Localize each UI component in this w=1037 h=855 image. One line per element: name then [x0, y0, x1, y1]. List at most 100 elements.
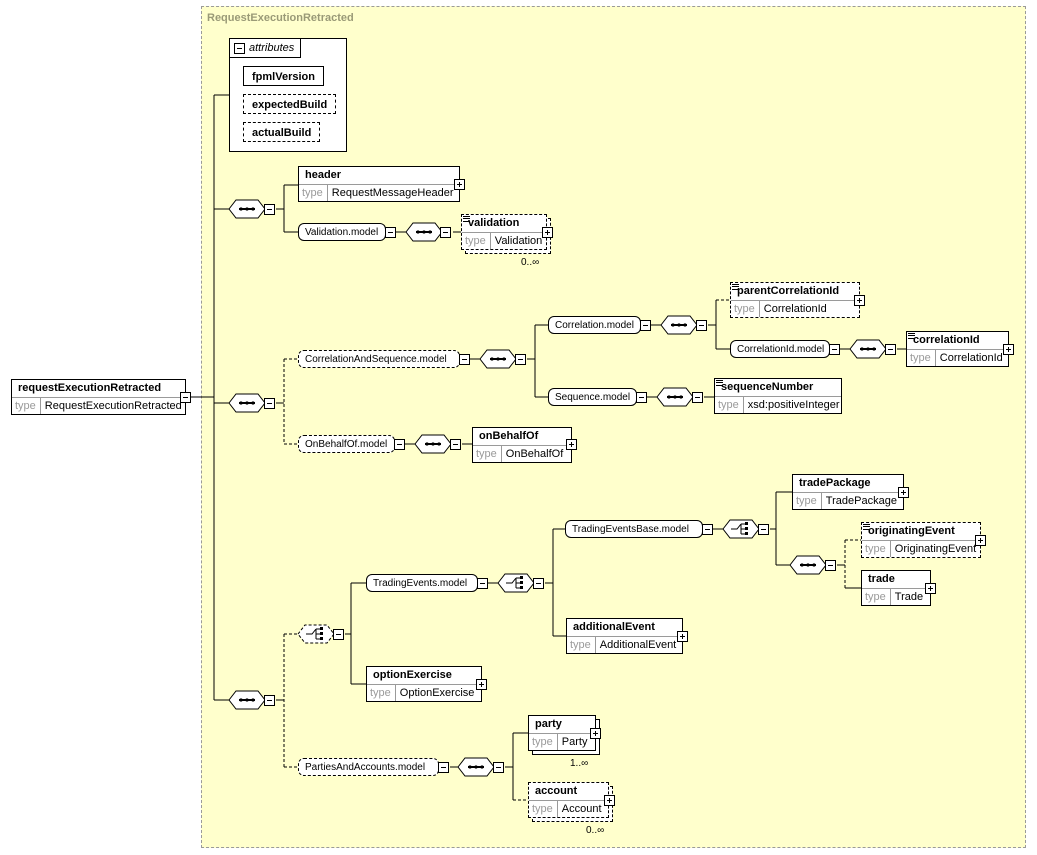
correlation-id-model-collapse-icon[interactable]	[829, 344, 840, 355]
seq-parties-collapse-icon[interactable]	[493, 762, 504, 773]
attributes-header: attributes	[230, 39, 302, 58]
group-correlation-id-model[interactable]: CorrelationId.model	[730, 340, 830, 358]
element-validation-type: Validation	[494, 235, 543, 247]
correlation-model-collapse-icon[interactable]	[640, 320, 651, 331]
seq2-collapse-icon[interactable]	[264, 398, 275, 409]
validation-model-collapse-icon[interactable]	[385, 227, 396, 238]
parent-correlation-id-expand-icon[interactable]	[854, 295, 865, 306]
type-label: type	[862, 541, 891, 557]
sequence-model-collapse-icon[interactable]	[636, 392, 647, 403]
element-trade-package-name: tradePackage	[793, 475, 903, 493]
element-parent-correlation-id-type: CorrelationId	[763, 303, 827, 315]
cs-model-collapse-icon[interactable]	[459, 354, 470, 365]
element-sequence-number-name: sequenceNumber	[715, 379, 841, 397]
additional-event-expand-icon[interactable]	[677, 631, 688, 642]
type-label: type	[367, 685, 396, 701]
documentation-icon	[463, 216, 470, 222]
documentation-icon	[863, 524, 870, 530]
type-label: type	[462, 233, 491, 249]
seq3-collapse-icon[interactable]	[264, 695, 275, 706]
element-additional-event-type: AdditionalEvent	[599, 639, 677, 651]
attributes-collapse-icon[interactable]	[234, 42, 245, 54]
seq-validation-collapse-icon[interactable]	[440, 227, 451, 238]
element-on-behalf-of-type: OnBehalfOf	[505, 448, 564, 460]
attribute-actualbuild[interactable]: actualBuild	[243, 122, 321, 142]
on-behalf-of-expand-icon[interactable]	[566, 439, 577, 450]
validation-expand-icon[interactable]	[542, 227, 553, 238]
group-correlation-and-sequence-model[interactable]: CorrelationAndSequence.model	[298, 350, 460, 368]
type-label: type	[12, 398, 41, 414]
trading-events-model-collapse-icon[interactable]	[477, 578, 488, 589]
element-party-name: party	[529, 716, 595, 734]
trading-events-base-model-collapse-icon[interactable]	[702, 524, 713, 535]
element-additional-event-name: additionalEvent	[567, 619, 682, 637]
group-trading-events-base-model[interactable]: TradingEventsBase.model	[565, 520, 703, 538]
seq1-collapse-icon[interactable]	[264, 204, 275, 215]
element-trade-type: Trade	[894, 591, 924, 603]
element-account-name: account	[529, 783, 608, 801]
validation-cardinality: 0..∞	[521, 257, 540, 268]
group-trading-events-model[interactable]: TradingEvents.model	[366, 574, 478, 592]
choice-te-collapse-icon[interactable]	[533, 578, 544, 589]
element-trade-package-type: TradePackage	[825, 495, 897, 507]
choice-trading-collapse-icon[interactable]	[333, 629, 344, 640]
group-sequence-model[interactable]: Sequence.model	[548, 388, 637, 406]
attribute-fpmlversion[interactable]: fpmlVersion	[243, 66, 324, 86]
element-trade-name: trade	[862, 571, 930, 589]
on-behalf-of-model-collapse-icon[interactable]	[394, 439, 405, 450]
root-element-type: RequestExecutionRetracted	[44, 400, 182, 412]
frame-title: RequestExecutionRetracted	[207, 12, 354, 24]
type-label: type	[529, 801, 558, 817]
parties-and-accounts-model-collapse-icon[interactable]	[438, 762, 449, 773]
root-collapse-icon[interactable]	[180, 392, 191, 403]
seq-cs-collapse-icon[interactable]	[515, 354, 526, 365]
element-account-type: Account	[561, 803, 602, 815]
type-label: type	[862, 589, 891, 605]
element-validation-name: validation	[462, 215, 546, 233]
type-label: type	[715, 397, 744, 413]
header-expand-icon[interactable]	[454, 179, 465, 190]
party-expand-icon[interactable]	[590, 728, 601, 739]
choice-teb-collapse-icon[interactable]	[758, 524, 769, 535]
correlation-id-expand-icon[interactable]	[1003, 344, 1014, 355]
seq-teb-collapse-icon[interactable]	[825, 560, 836, 571]
seq-sequence-collapse-icon[interactable]	[692, 392, 703, 403]
seq-correlationid-collapse-icon[interactable]	[885, 344, 896, 355]
element-option-exercise-name: optionExercise	[367, 667, 481, 685]
element-option-exercise-type: OptionExercise	[399, 687, 475, 699]
attributes-title: attributes	[249, 42, 295, 54]
trade-package-expand-icon[interactable]	[898, 487, 909, 498]
type-label: type	[567, 637, 596, 653]
account-expand-icon[interactable]	[604, 795, 615, 806]
group-correlation-model[interactable]: Correlation.model	[548, 316, 641, 334]
attribute-expectedbuild[interactable]: expectedBuild	[243, 94, 337, 114]
type-label: type	[731, 301, 760, 317]
group-parties-and-accounts-model[interactable]: PartiesAndAccounts.model	[298, 758, 439, 776]
seq-onbehalfof-collapse-icon[interactable]	[450, 439, 461, 450]
group-on-behalf-of-model[interactable]: OnBehalfOf.model	[298, 435, 395, 453]
option-exercise-expand-icon[interactable]	[476, 679, 487, 690]
originating-event-expand-icon[interactable]	[975, 535, 986, 546]
documentation-icon	[716, 380, 723, 386]
seq-correlation-collapse-icon[interactable]	[696, 320, 707, 331]
trade-expand-icon[interactable]	[925, 583, 936, 594]
type-label: type	[907, 350, 936, 366]
type-label: type	[793, 493, 822, 509]
group-validation-model[interactable]: Validation.model	[298, 223, 386, 241]
documentation-icon	[908, 333, 915, 339]
